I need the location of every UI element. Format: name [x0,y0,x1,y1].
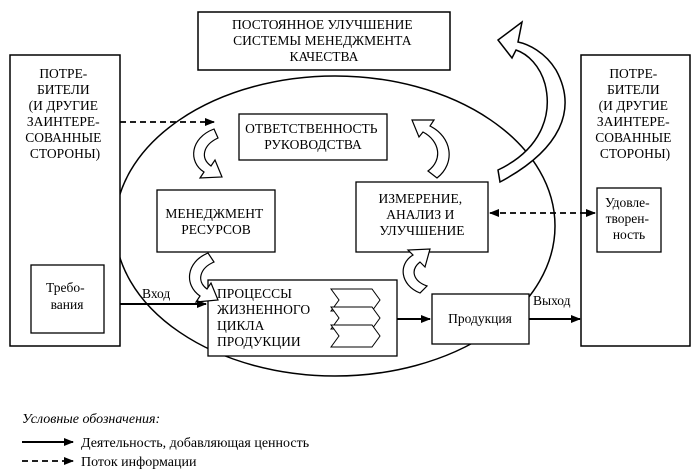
right-stakeholders-line-6: СТОРОНЫ) [600,146,670,161]
requirements-box [30,264,105,334]
continual-improvement-box [197,11,451,71]
satisfaction-line-1: Удовле- [605,195,650,210]
satisfaction-line-3: ность [613,227,645,242]
improvement-cycle-arrow [496,20,566,184]
svg-text:МЕНЕДЖМЕНТ РЕСУРСОВ: МЕНЕДЖМЕНТ РЕСУРСОВ [165,206,266,237]
curved-arrow-product-to-measurement [402,248,431,294]
product-box [431,293,530,345]
requirements-line-1: Требо- [46,280,85,295]
left-stakeholders-line-3: (И ДРУГИЕ [29,98,98,113]
requirements-line-2: вания [51,297,84,312]
left-stakeholders-line-2: БИТЕЛИ [37,82,90,97]
satisfaction-box [596,187,662,253]
right-stakeholders-line-3: (И ДРУГИЕ [599,98,668,113]
left-stakeholders-line-4: ЗАИНТЕРЕ- [27,114,100,129]
measurement-line-1: ИЗМЕРЕНИЕ, [378,191,462,206]
lifecycle-line-1: ПРОЦЕССЫ [217,286,292,301]
resource-management-line-2: РЕСУРСОВ [181,222,251,237]
svg-text:ПРОЦЕССЫ ЖИЗНЕННОГО ЦИ: ПРОЦЕССЫ ЖИЗНЕННОГО ЦИКЛА ПРОДУКЦИИ [217,286,313,349]
measurement-line-3: УЛУЧШЕНИЕ [379,223,464,238]
left-stakeholders-line-6: СТОРОНЫ) [30,146,100,161]
resource-management-box [156,189,276,253]
svg-text:ПОСТОЯННОЕ УЛУЧШЕНИЕ СИСТЕ: ПОСТОЯННОЕ УЛУЧШЕНИЕ СИСТЕМЫ МЕНЕДЖМЕНТА… [232,17,416,64]
management-responsibility-box [238,113,388,161]
lifecycle-line-3: ЦИКЛА [217,318,265,333]
svg-text:ПОТРЕ- БИТЕЛИ (И ДРУГИ: ПОТРЕ- БИТЕЛИ (И ДРУГИЕ ЗАИНТЕРЕ- СОВАНН… [595,66,675,161]
legend-solid-label: Деятельность, добавляющая ценность [81,436,309,451]
svg-text:Удовле- творен- ность: Удовле- творен- ность [605,195,653,242]
management-responsibility-line-2: РУКОВОДСТВА [264,137,362,152]
continual-improvement-line-3: КАЧЕСТВА [290,49,359,64]
legend-title: Условные обозначения: [22,412,160,427]
satisfaction-line-2: творен- [606,211,650,226]
input-label: Вход [142,286,170,301]
svg-text:ПОТРЕ- БИТЕЛИ (И ДРУГИ: ПОТРЕ- БИТЕЛИ (И ДРУГИЕ ЗАИНТЕРЕ- СОВАНН… [25,66,105,161]
lifecycle-line-4: ПРОДУКЦИИ [217,334,301,349]
legend-dashed-label: Поток информации [81,455,197,470]
curved-arrow-measurement-to-responsibility [411,119,450,179]
management-responsibility-line-1: ОТВЕТСТВЕННОСТЬ [245,121,378,136]
curved-arrow-responsibility-to-resources [193,128,223,179]
svg-text:ОТВЕТСТВЕННОСТЬ РУКОВОДСТВ: ОТВЕТСТВЕННОСТЬ РУКОВОДСТВА [245,121,381,152]
svg-text:Требо- вания: Требо- вания [46,280,88,312]
curved-arrow-resources-to-processes [188,252,219,303]
output-label: Выход [533,293,571,308]
continual-improvement-line-1: ПОСТОЯННОЕ УЛУЧШЕНИЕ [232,17,413,32]
right-stakeholders-line-4: ЗАИНТЕРЕ- [597,114,670,129]
product-label: Продукция [448,311,512,326]
svg-text:ИЗМЕРЕНИЕ, АНАЛИЗ И УЛ: ИЗМЕРЕНИЕ, АНАЛИЗ И УЛУЧШЕНИЕ [378,191,465,238]
lifecycle-line-2: ЖИЗНЕННОГО [217,302,310,317]
right-stakeholders-line-2: БИТЕЛИ [607,82,660,97]
left-stakeholders-line-1: ПОТРЕ- [39,66,87,81]
measurement-line-2: АНАЛИЗ И [386,207,454,222]
resource-management-line-1: МЕНЕДЖМЕНТ [165,206,264,221]
right-stakeholders-line-1: ПОТРЕ- [609,66,657,81]
process-chevron-3 [330,324,381,348]
right-stakeholders-line-5: СОВАННЫЕ [595,130,671,145]
left-stakeholders-line-5: СОВАННЫЕ [25,130,101,145]
continual-improvement-line-2: СИСТЕМЫ МЕНЕДЖМЕНТА [233,33,412,48]
